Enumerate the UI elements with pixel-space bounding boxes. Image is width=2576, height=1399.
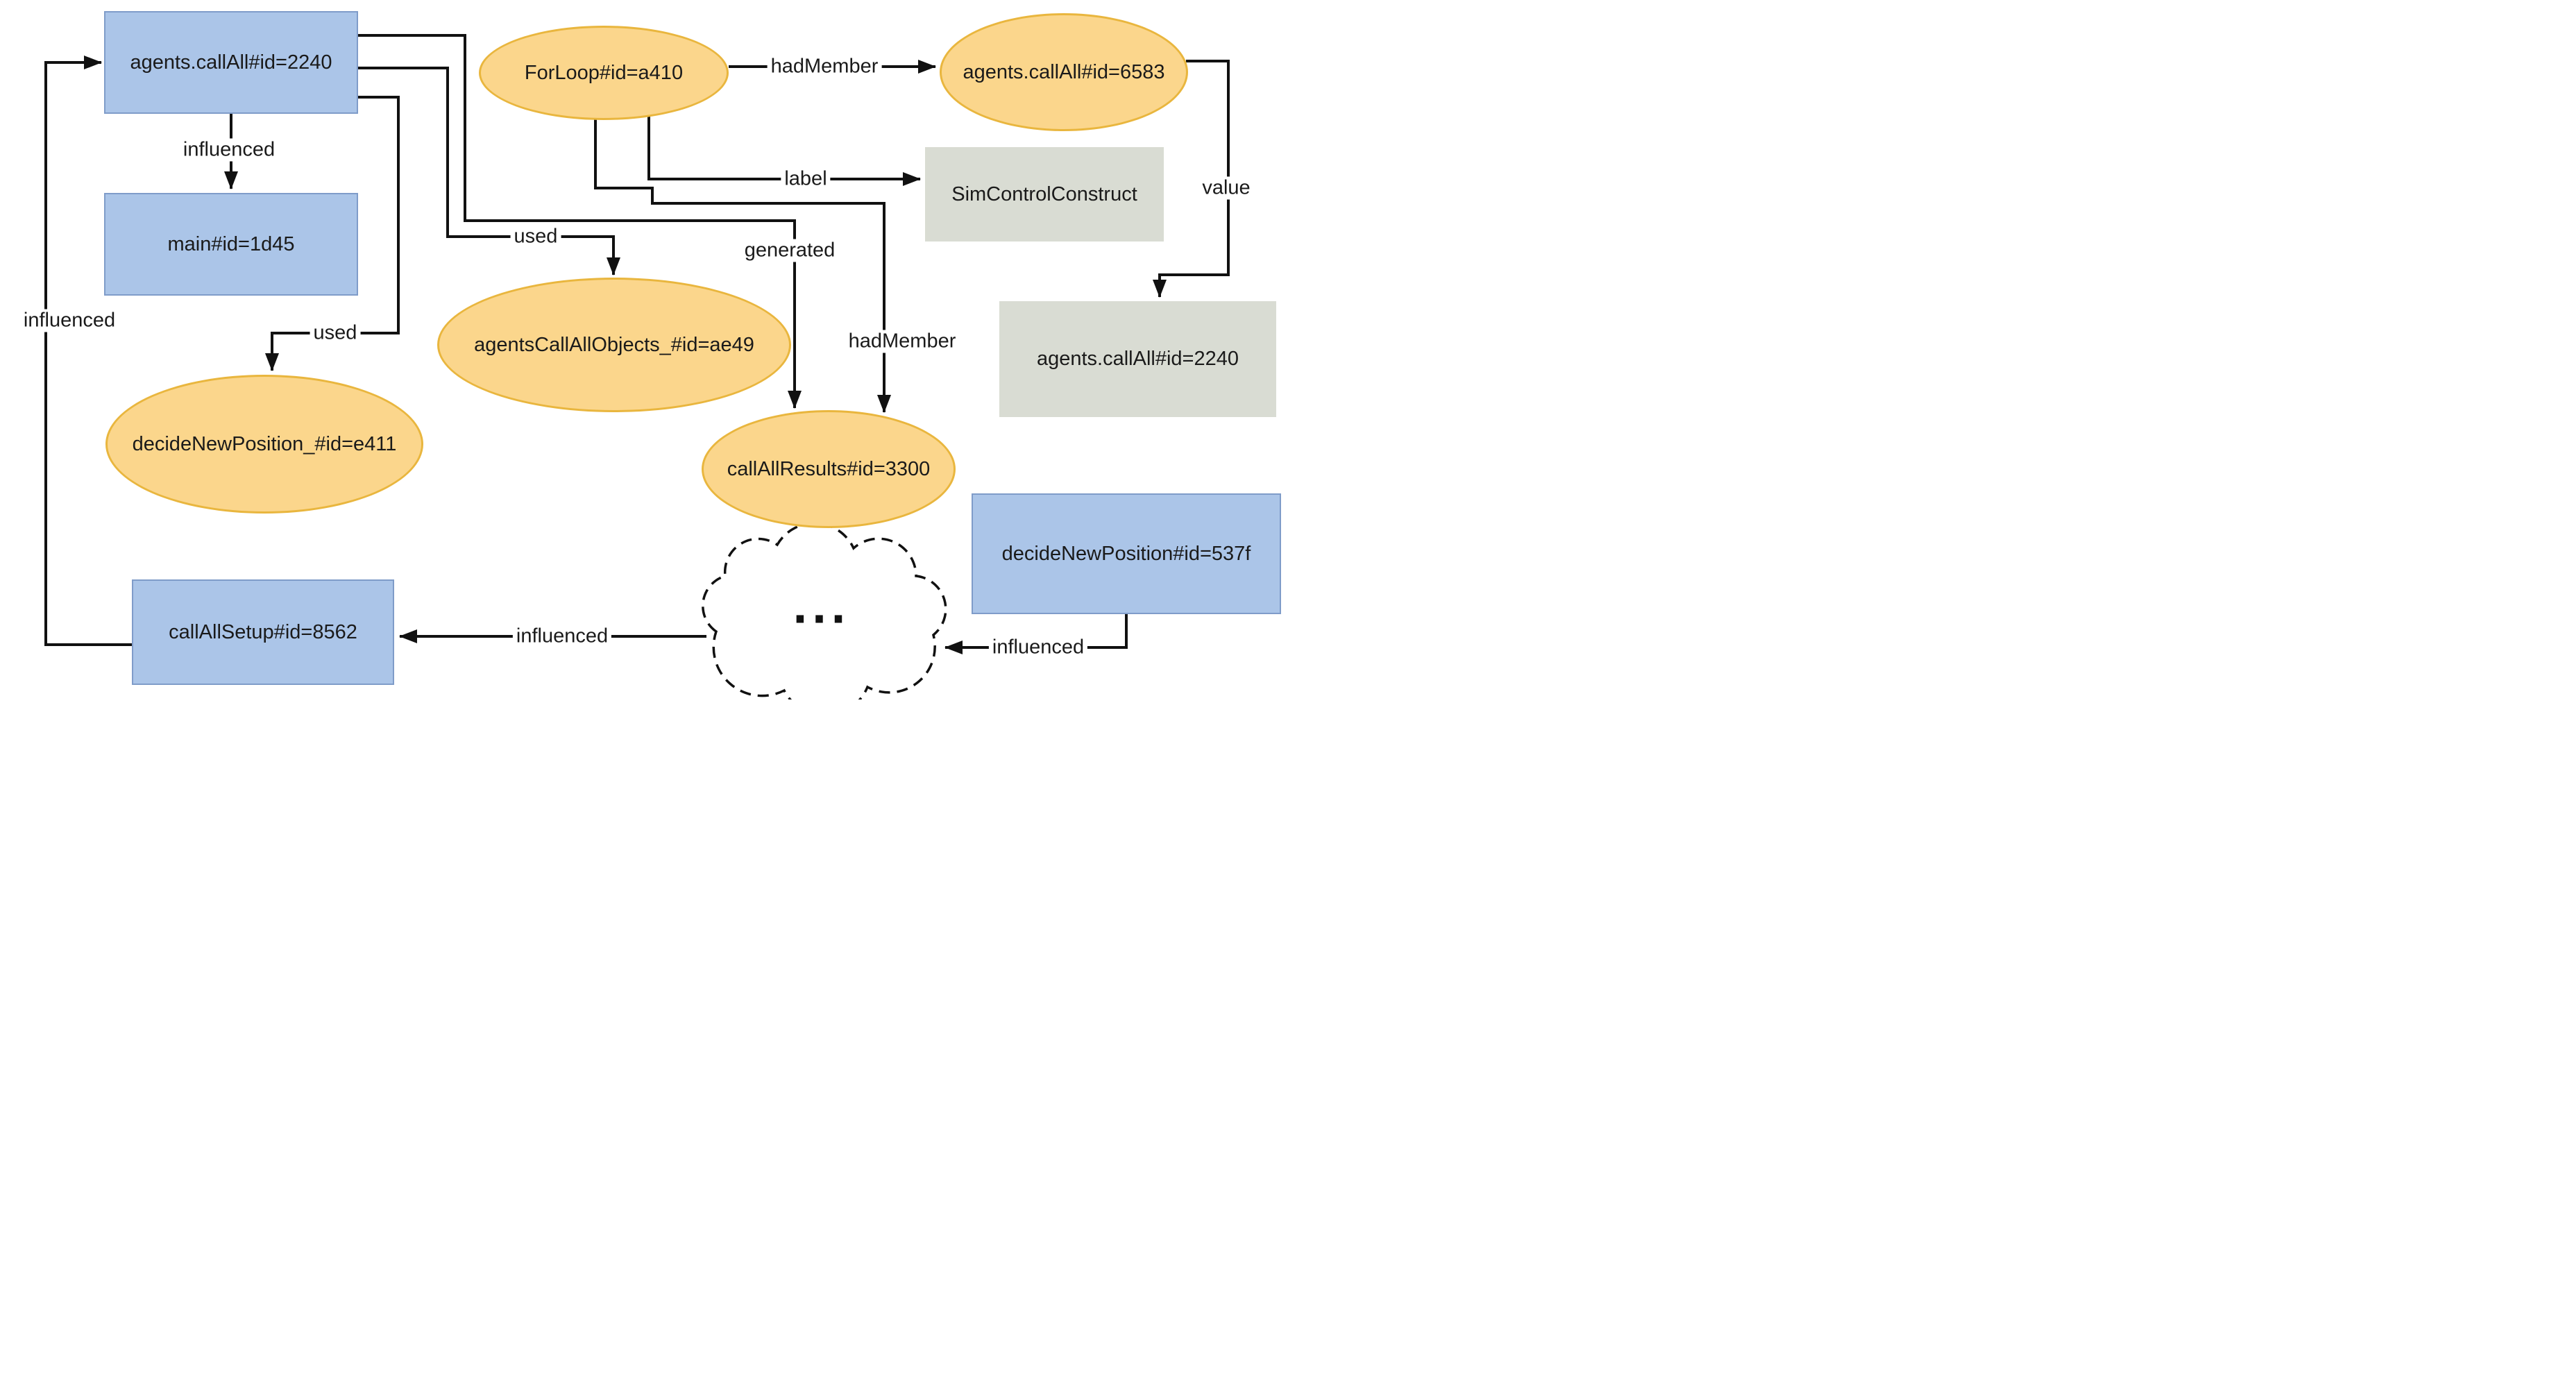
edge-label-influenced-left: influenced <box>19 309 119 332</box>
edge-hadmember-forloop-to-results <box>594 119 891 413</box>
node-label: decideNewPosition_#id=e411 <box>132 432 397 455</box>
cloud-ellipsis-label: ... <box>793 576 851 634</box>
entity-node-agentscallallobjects-ae49: agentsCallAllObjects_#id=ae49 <box>437 278 791 412</box>
edge-value-6583-to-literal2240 <box>1153 60 1230 298</box>
edge-label-influenced-main: influenced <box>179 138 279 162</box>
edge-influenced-setup-to-activity2240 <box>44 56 132 646</box>
edge-label-value: value <box>1198 176 1254 200</box>
edge-label-hadmember-vertical: hadMember <box>845 330 960 353</box>
activity-node-decidenewposition-537f: decideNewPosition#id=537f <box>972 493 1281 614</box>
edge-used-activity2240-to-objects <box>358 67 620 275</box>
cloud-shape <box>702 522 947 700</box>
entity-node-callallresults-3300: callAllResults#id=3300 <box>702 410 956 528</box>
edge-label-influenced-cloud-setup: influenced <box>512 625 612 648</box>
edge-label-generated: generated <box>740 239 839 262</box>
activity-node-callallsetup-8562: callAllSetup#id=8562 <box>132 579 394 685</box>
node-label: agentsCallAllObjects_#id=ae49 <box>474 333 754 356</box>
edge-label-label: label <box>781 167 831 191</box>
node-label: agents.callAll#id=2240 <box>1036 348 1239 371</box>
node-label: main#id=1d45 <box>167 232 295 255</box>
literal-node-simcontrolconstruct: SimControlConstruct <box>925 147 1164 241</box>
literal-node-agents-callall-2240-value: agents.callAll#id=2240 <box>999 301 1276 417</box>
diagram-edge-layer <box>44 34 1230 700</box>
provenance-diagram: agents.callAll#id=2240 main#id=1d45 ForL… <box>0 0 1288 700</box>
node-label: ForLoop#id=a410 <box>524 61 684 84</box>
edge-label-hadmember-top: hadMember <box>767 55 882 78</box>
node-label: agents.callAll#id=6583 <box>963 60 1165 83</box>
node-label: SimControlConstruct <box>951 183 1137 205</box>
edge-label-used-center: used <box>510 225 561 248</box>
activity-node-agents-callall-2240: agents.callAll#id=2240 <box>104 11 358 114</box>
edge-generated-activity2240-to-results <box>358 34 802 409</box>
node-label: callAllResults#id=3300 <box>727 457 931 480</box>
node-label: decideNewPosition#id=537f <box>1001 542 1251 565</box>
edge-label-used-left: used <box>310 321 361 345</box>
node-label: agents.callAll#id=2240 <box>130 51 332 74</box>
node-label: callAllSetup#id=8562 <box>169 620 357 643</box>
entity-node-agents-callall-6583: agents.callAll#id=6583 <box>940 13 1188 131</box>
edge-label-influenced-537f: influenced <box>988 636 1088 659</box>
entity-node-decidenewposition-e411: decideNewPosition_#id=e411 <box>105 375 423 514</box>
activity-node-main-1d45: main#id=1d45 <box>104 193 358 296</box>
edge-used-activity2240-to-e411 <box>265 96 400 371</box>
entity-node-forloop-a410: ForLoop#id=a410 <box>479 26 729 120</box>
